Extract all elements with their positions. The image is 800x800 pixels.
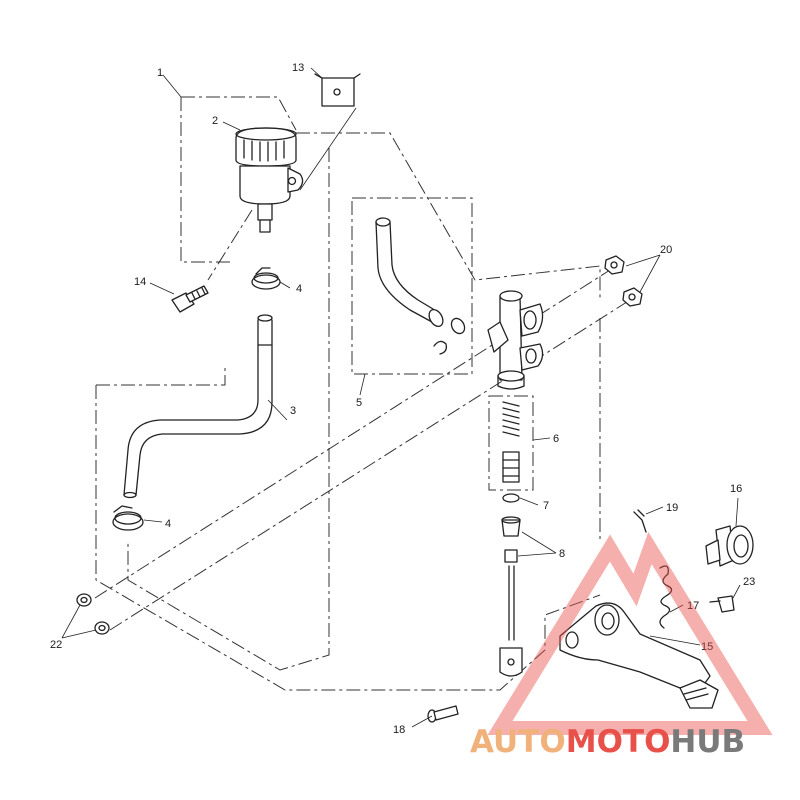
spring-part-17 bbox=[659, 565, 673, 629]
callout-2: 2 bbox=[212, 115, 218, 127]
callout-6: 6 bbox=[553, 433, 559, 445]
callout-1: 1 bbox=[157, 67, 163, 79]
callout-labels: 1 2 3 4 4 5 6 7 8 13 14 15 16 17 18 19 2… bbox=[50, 62, 755, 736]
washers-part-22 bbox=[76, 593, 110, 635]
brake-pedal-part-15 bbox=[559, 602, 719, 709]
pivot-bolt-part-16 bbox=[705, 525, 754, 567]
boot-part-8 bbox=[501, 516, 521, 563]
callout-15: 15 bbox=[701, 641, 713, 653]
callout-5: 5 bbox=[356, 397, 362, 409]
callout-7: 7 bbox=[543, 500, 549, 512]
bolt-part-14 bbox=[171, 285, 209, 313]
watermark-part-auto: AUTO bbox=[470, 724, 566, 760]
hose-clamp-lower-part-4 bbox=[112, 505, 144, 531]
reservoir-part-2 bbox=[235, 127, 304, 233]
watermark-triangle-icon bbox=[487, 531, 773, 735]
callout-14: 14 bbox=[134, 276, 146, 288]
hose-clamp-upper-part-4 bbox=[251, 267, 281, 290]
piston-kit-part-6 bbox=[502, 401, 520, 483]
o-ring-part-7 bbox=[502, 493, 520, 503]
callout-19: 19 bbox=[666, 502, 678, 514]
callout-3: 3 bbox=[290, 405, 296, 417]
leader-lines bbox=[61, 67, 741, 728]
callout-17: 17 bbox=[687, 600, 699, 612]
watermark-text: AUTOMOTOHUB bbox=[470, 724, 745, 760]
master-cylinder-body bbox=[487, 290, 544, 390]
clevis-pin-part-18 bbox=[427, 705, 459, 723]
callout-23: 23 bbox=[743, 576, 755, 588]
push-rod bbox=[499, 565, 523, 677]
elbow-fitting-part-5 bbox=[375, 217, 466, 355]
callout-4-upper: 4 bbox=[296, 283, 302, 295]
watermark-logo: AUTOMOTOHUB bbox=[470, 531, 773, 760]
watermark-part-hub: HUB bbox=[670, 724, 745, 760]
small-bolt-part-23 bbox=[709, 595, 735, 613]
nuts-part-20 bbox=[604, 255, 643, 307]
cotter-pin-part-19 bbox=[633, 509, 647, 533]
callout-8: 8 bbox=[559, 548, 565, 560]
callout-4-lower: 4 bbox=[165, 518, 171, 530]
callout-18: 18 bbox=[393, 724, 405, 736]
callout-16: 16 bbox=[730, 483, 742, 495]
callout-13: 13 bbox=[292, 62, 304, 74]
group-outlines bbox=[94, 96, 631, 691]
callout-22: 22 bbox=[50, 639, 62, 651]
hose-part-3 bbox=[123, 314, 273, 499]
watermark-part-moto: MOTO bbox=[566, 724, 671, 760]
callout-20: 20 bbox=[660, 244, 672, 256]
bracket-part-13 bbox=[314, 73, 361, 107]
